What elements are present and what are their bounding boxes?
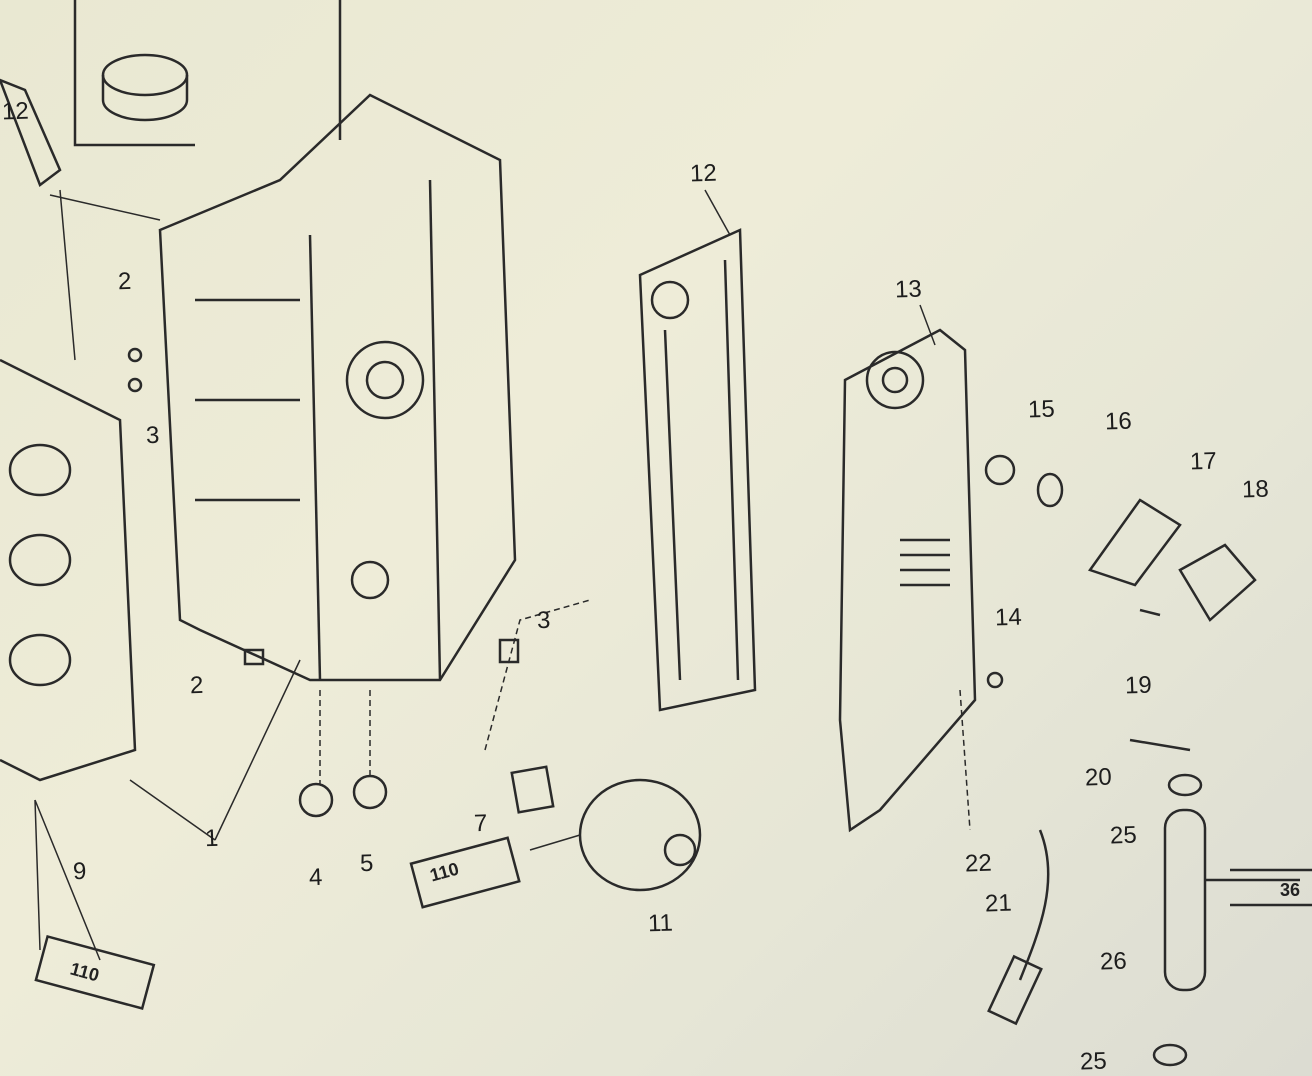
callout-9: 9 — [72, 857, 87, 886]
callout-26: 26 — [1099, 947, 1128, 976]
callout-14: 14 — [994, 603, 1023, 632]
small-parts — [127, 347, 1312, 1067]
callout-18: 18 — [1241, 475, 1270, 504]
callout-2-bottom: 2 — [189, 671, 204, 700]
exhaust-cover — [838, 328, 977, 833]
callout-12-left: 12 — [1, 97, 30, 126]
callout-2-top: 2 — [117, 267, 132, 296]
callout-13: 13 — [894, 275, 923, 304]
left-cylinder-block — [0, 358, 137, 782]
exhaust-cover-gasket — [638, 228, 757, 712]
callout-22: 22 — [964, 849, 993, 878]
callout-7: 7 — [473, 809, 488, 838]
callout-20: 20 — [1084, 763, 1113, 792]
callout-25-bottom: 25 — [1079, 1047, 1108, 1076]
callout-4: 4 — [308, 863, 323, 892]
callout-12: 12 — [689, 159, 718, 188]
leader-lines — [34, 189, 971, 961]
callout-15: 15 — [1027, 395, 1056, 424]
callout-21: 21 — [984, 889, 1013, 918]
tube-label-36: 36 — [1280, 880, 1301, 900]
callout-19: 19 — [1124, 671, 1153, 700]
inset-box — [73, 0, 342, 147]
callout-17: 17 — [1189, 447, 1218, 476]
callout-1: 1 — [204, 824, 219, 853]
callout-11: 11 — [647, 909, 674, 938]
callout-3-left: 3 — [145, 421, 160, 450]
callout-3-right: 3 — [536, 606, 551, 635]
crankcase-block — [158, 93, 517, 682]
sealant-tubes — [0, 78, 521, 1010]
callout-25-top: 25 — [1109, 821, 1138, 850]
callout-16: 16 — [1104, 407, 1133, 436]
callout-5: 5 — [359, 849, 374, 878]
